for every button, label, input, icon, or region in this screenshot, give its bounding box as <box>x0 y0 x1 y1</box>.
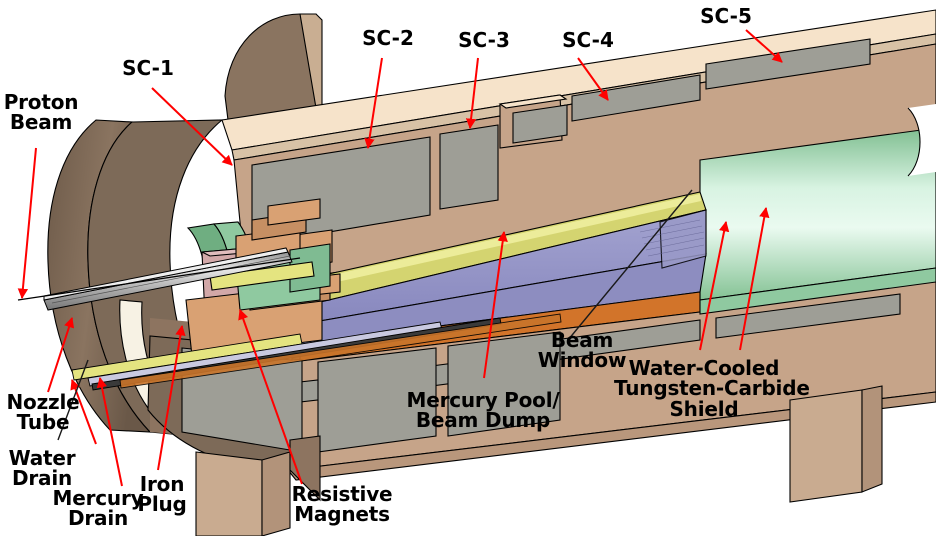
front-panel-3 <box>447 331 561 437</box>
sc-window-5 <box>705 38 871 90</box>
leader-beam-window <box>567 189 693 341</box>
leader-mercury-pool <box>483 230 508 379</box>
drain-strip-orange <box>119 313 562 389</box>
nozzle-tube-centerline <box>51 255 291 304</box>
leader-proton-beam <box>17 147 37 300</box>
label-mercury-pool-beam-dump: Mercury Pool/ Beam Dump <box>406 388 560 433</box>
label-sc-5: SC-5 <box>700 4 752 28</box>
front-panel-2 <box>317 347 437 453</box>
support-leg-left <box>195 451 263 536</box>
drain-lines <box>71 313 562 391</box>
label-proton-beam: Proton Beam <box>3 90 79 135</box>
label-sc-2: SC-2 <box>362 26 414 50</box>
label-sc-4: SC-4 <box>562 28 614 52</box>
green-cylinder-notch-edge <box>907 107 921 177</box>
leader-sc3 <box>465 57 479 130</box>
label-beam-window: Beam Window <box>537 328 627 373</box>
magnet-step-u3 <box>267 198 321 226</box>
lower-slot-4 <box>715 293 901 339</box>
label-nozzle-tube: Nozzle Tube <box>6 390 80 435</box>
outer-shield-assembly <box>17 9 936 536</box>
leader-resistive-magnets <box>238 309 303 485</box>
label-resistive-magnets: Resistive Magnets <box>291 482 393 527</box>
leader-iron-plug <box>157 324 186 471</box>
leader-mercury-drain <box>96 376 123 487</box>
support-leg-right-side <box>861 385 883 493</box>
leader-nozzle-tube-thin <box>57 359 89 441</box>
leader-sc5 <box>745 29 783 63</box>
leader-sc2 <box>364 57 383 150</box>
top-collar-bump-face <box>299 13 323 111</box>
leader-nozzle-tube <box>47 317 75 393</box>
sc-window-4 <box>571 74 701 122</box>
deck-step-notch-top <box>498 94 568 109</box>
label-water-drain: Water Drain <box>8 446 76 491</box>
leader-sc1 <box>151 87 233 166</box>
leg-gusset-left <box>289 435 321 502</box>
leader-wc-shield-2 <box>739 206 770 351</box>
support-leg-left-side <box>261 451 291 536</box>
label-iron-plug: Iron Plug <box>137 472 187 517</box>
yellow-inner-strip <box>209 261 315 291</box>
support-leg-right <box>789 389 863 503</box>
yellow-liner-highlight <box>300 194 701 290</box>
beam-axis-line <box>17 257 301 301</box>
label-mercury-drain: Mercury Drain <box>52 486 144 531</box>
shield-top-deck <box>221 9 936 151</box>
green-cylinder-notch <box>908 104 936 176</box>
leader-wc-shield-1 <box>699 220 730 351</box>
leader-sc4 <box>577 57 609 101</box>
mercury-pool-end-wall <box>659 209 707 269</box>
shield-front-wall <box>286 391 936 481</box>
leader-lines-thin <box>57 189 693 441</box>
green-lower-band <box>699 267 936 315</box>
label-sc-3: SC-3 <box>458 28 510 52</box>
label-sc-1: SC-1 <box>122 56 174 80</box>
label-water-cooled-tungsten-carbide-shield: Water-Cooled Tungsten-Carbide Shield <box>614 356 810 421</box>
mercury-pool-hatching <box>639 219 705 257</box>
sc-window-2 <box>439 124 499 210</box>
sc-window-3 <box>512 104 568 144</box>
